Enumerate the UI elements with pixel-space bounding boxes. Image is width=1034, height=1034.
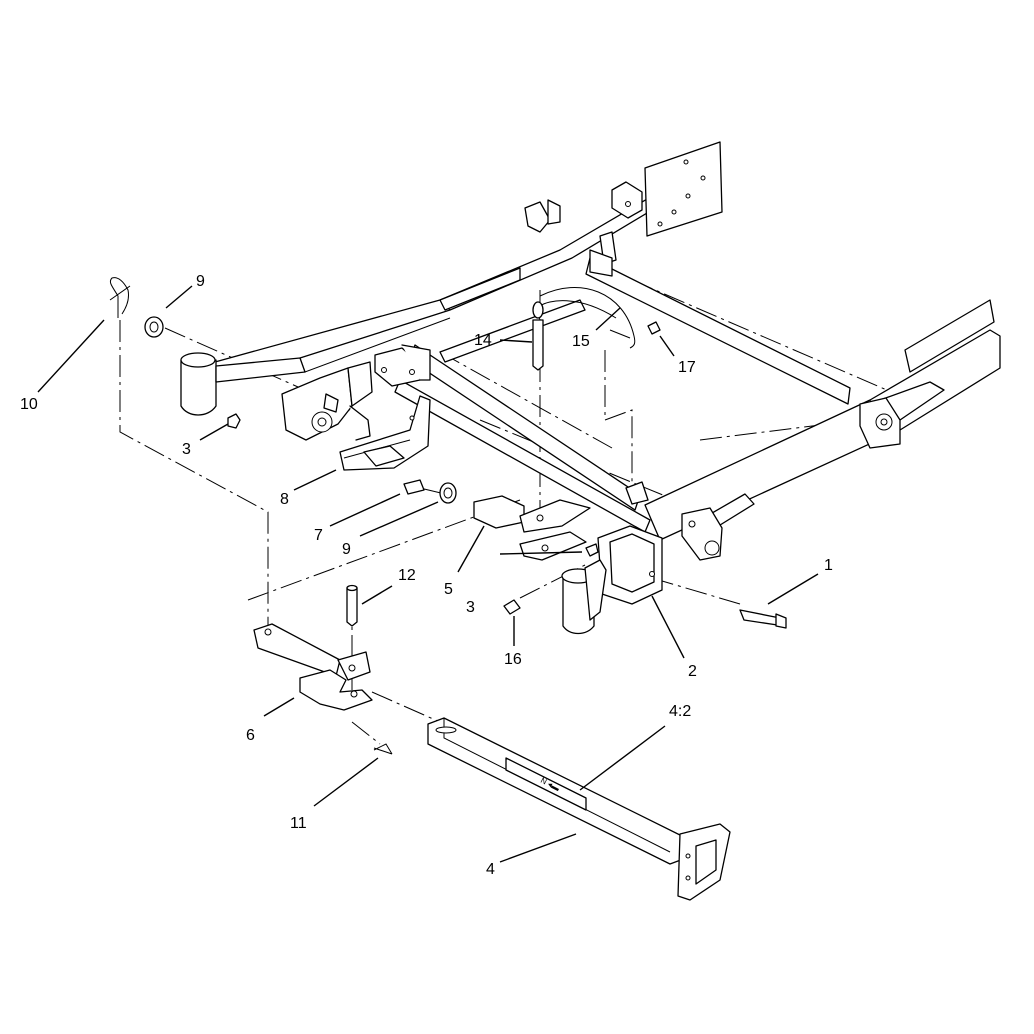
washers: [144, 316, 457, 504]
callout-1: 1: [824, 557, 833, 574]
height-pin-with-lanyard: [532, 287, 636, 371]
callout-6: 6: [246, 727, 255, 744]
callout-8: 8: [280, 491, 289, 508]
mower-frame: [214, 141, 1001, 561]
callout-3-center: 3: [466, 599, 475, 616]
callout-15: 15: [572, 333, 590, 350]
callout-3-left: 3: [182, 441, 191, 458]
push-arm: N ◂▬: [427, 717, 731, 901]
callout-11: 11: [290, 815, 307, 832]
callout-4: 4: [486, 861, 495, 878]
clevis-pin: [346, 584, 358, 627]
anti-scalp-pads: [473, 481, 649, 561]
hair-pin-clip: [373, 743, 393, 755]
leader-lines: [37, 285, 819, 863]
fasteners: [227, 321, 787, 629]
callout-14: 14: [474, 332, 492, 349]
callout-10: 10: [20, 396, 38, 413]
front-spindle-mount: [561, 525, 663, 635]
callout-9-top: 9: [196, 273, 205, 290]
callout-7: 7: [314, 527, 323, 544]
callout-4-2: 4:2: [669, 703, 691, 720]
callout-2: 2: [688, 663, 697, 680]
callout-17: 17: [678, 359, 696, 376]
left-caster-cup: [180, 352, 306, 416]
arm-bracket: [339, 395, 431, 471]
lynch-pin: [109, 277, 131, 318]
callout-5: 5: [444, 581, 453, 598]
callout-16: 16: [504, 651, 522, 668]
hitch-bracket: [253, 623, 373, 711]
callout-12: 12: [398, 567, 416, 584]
callout-labels: 1 2 3 3 4 4:2 5 6 7 8 9 9 10 11 12 14 15…: [20, 273, 833, 878]
callout-9-bottom: 9: [342, 541, 351, 558]
